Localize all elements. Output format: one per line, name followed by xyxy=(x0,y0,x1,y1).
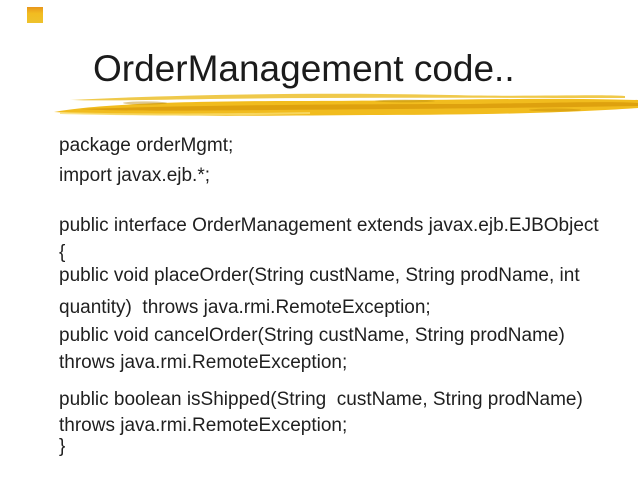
code-line: public boolean isShipped(String custName… xyxy=(59,389,583,410)
code-line: public interface OrderManagement extends… xyxy=(59,215,599,236)
slide-title: OrderManagement code.. xyxy=(93,48,515,89)
code-line: quantity) throws java.rmi.RemoteExceptio… xyxy=(59,297,431,318)
code-line: } xyxy=(59,436,66,457)
code-line: public void placeOrder(String custName, … xyxy=(59,265,580,286)
code-line: public void cancelOrder(String custName,… xyxy=(59,325,565,346)
code-line: package orderMgmt; xyxy=(59,135,234,156)
code-line: throws java.rmi.RemoteException; xyxy=(59,352,348,373)
brush-stroke-underline-icon xyxy=(54,93,638,116)
code-line: throws java.rmi.RemoteException; xyxy=(59,415,348,436)
code-line: import javax.ejb.*; xyxy=(59,165,211,186)
code-line: { xyxy=(59,242,66,263)
bullet-square-icon xyxy=(27,7,43,23)
